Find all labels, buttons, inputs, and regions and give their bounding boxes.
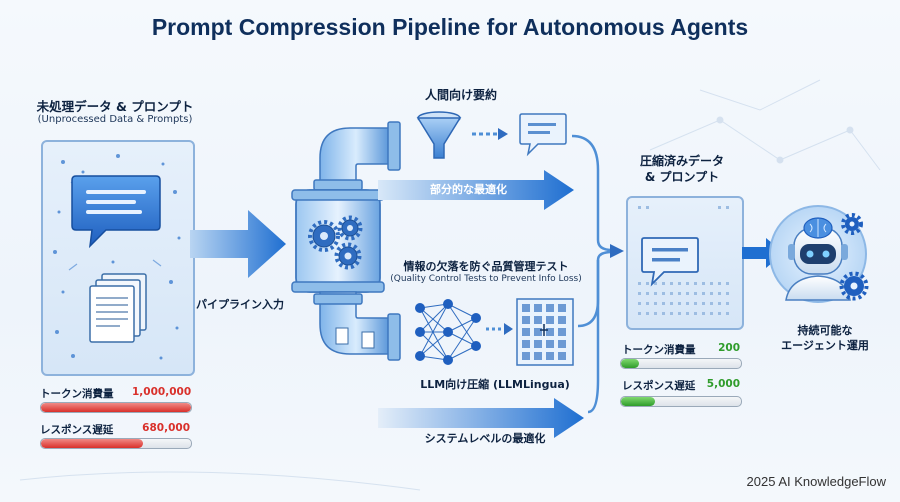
agent-label-line1: 持続可能な (797, 324, 853, 337)
neural-network-icon (415, 299, 481, 365)
funnel-icon (416, 111, 462, 159)
branch-connectors (571, 134, 624, 414)
input-sublabel: (Unprocessed Data & Prompts) (37, 114, 193, 125)
input-token-value: 1,000,000 (132, 386, 192, 398)
footer-credit: 2025 AI KnowledgeFlow (746, 474, 886, 489)
system-optimization-arrow (378, 398, 584, 438)
document-stack-icon (89, 273, 147, 343)
input-latency-label: レスポンス遅延 (40, 424, 114, 436)
chat-bubble-icon (71, 175, 161, 249)
input-latency-value: 680,000 (142, 422, 190, 434)
input-token-bar-fill (41, 403, 191, 412)
output-token-value: 200 (718, 342, 740, 354)
quality-test-label: 情報の欠落を防ぐ品質管理テスト (403, 260, 569, 273)
summary-chat-icon (519, 113, 567, 157)
gear-icon (308, 215, 363, 270)
partial-optimization-label: 部分的な最適化 (430, 183, 507, 196)
output-token-label: トークン消費量 (622, 344, 696, 356)
llm-compression-label: LLM向け圧縮 (LLMLingua) (420, 378, 570, 391)
output-token-bar-fill (621, 359, 639, 368)
agent-label-line2: エージェント運用 (781, 339, 869, 352)
input-token-bar (40, 402, 192, 413)
human-summary-label: 人間向け要約 (424, 88, 497, 102)
output-latency-label: レスポンス遅延 (622, 380, 696, 392)
grid-icon (516, 298, 574, 366)
output-chat-icon (641, 237, 699, 287)
input-latency-bar (40, 438, 192, 449)
system-optimization-label: システムレベルの最適化 (424, 432, 546, 445)
page-title: Prompt Compression Pipeline for Autonomo… (151, 14, 749, 40)
partial-optimization-arrow (378, 170, 574, 210)
pipeline-input-arrow (190, 210, 286, 278)
pipeline-input-label: パイプライン入力 (196, 298, 284, 311)
output-dot-matrix (638, 206, 729, 315)
output-latency-bar (620, 396, 742, 407)
input-latency-bar-fill (41, 439, 143, 448)
output-label-line1: 圧縮済みデータ (639, 154, 724, 168)
summary-arrow (472, 128, 508, 140)
robot-icon (769, 205, 869, 303)
output-token-bar (620, 358, 742, 369)
nn-arrow (486, 323, 513, 335)
quality-test-sublabel: (Quality Control Tests to Prevent Info L… (390, 274, 582, 284)
input-label: 未処理データ & プロンプト (36, 99, 194, 114)
output-latency-bar-fill (621, 397, 655, 406)
input-token-label: トークン消費量 (40, 388, 114, 400)
output-latency-value: 5,000 (706, 378, 740, 390)
output-label-line2: & プロンプト (644, 170, 720, 184)
